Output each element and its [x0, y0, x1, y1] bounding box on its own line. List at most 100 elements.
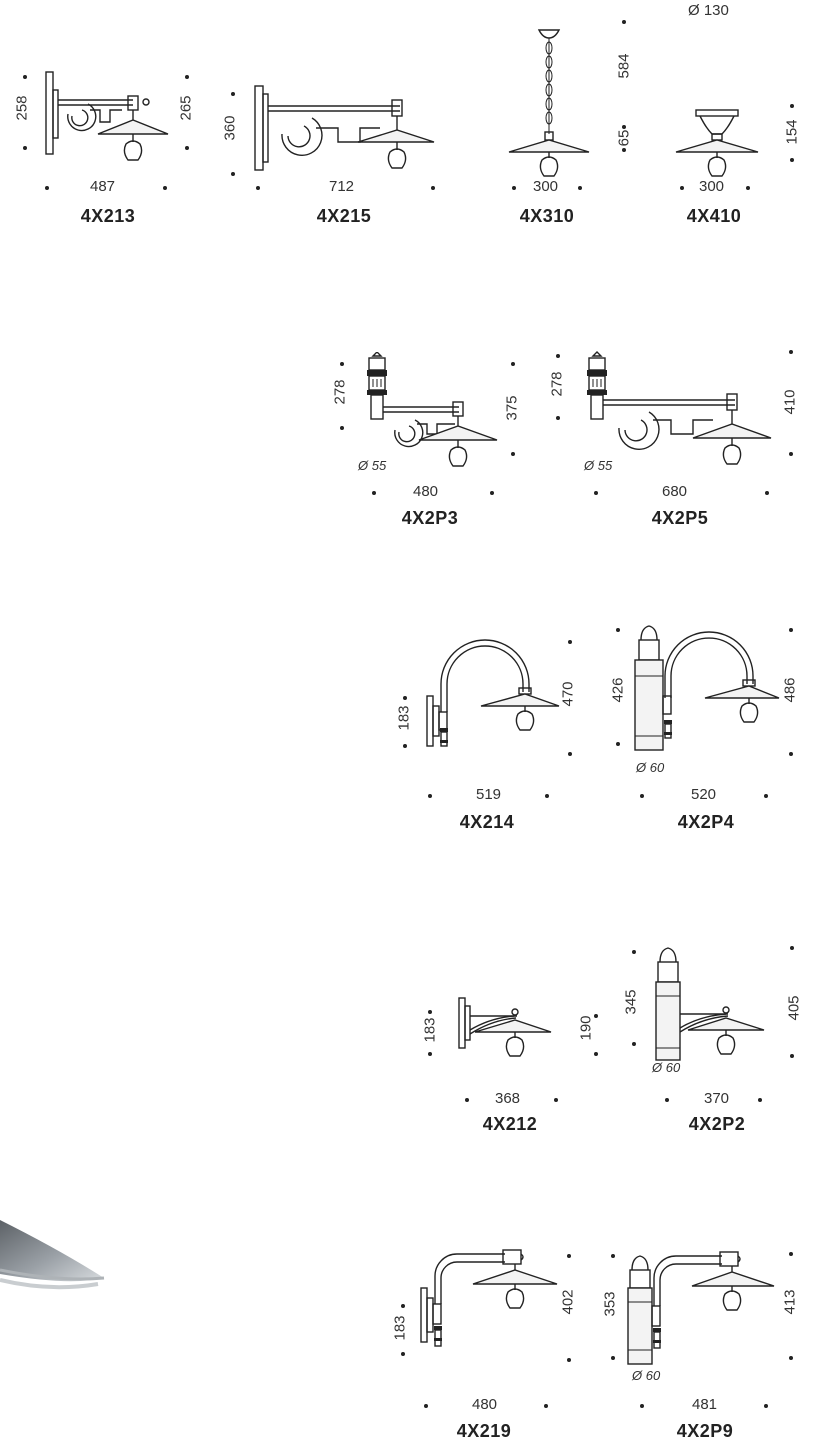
dim-marker: [789, 1356, 793, 1360]
height-label: 584: [615, 53, 633, 79]
height-label: 426: [609, 677, 627, 703]
dim-marker: [401, 1304, 405, 1308]
dim-marker: [340, 426, 344, 430]
diameter-label: Ø 60: [632, 1368, 661, 1383]
dim-marker: [616, 628, 620, 632]
product-code: 4X2P4: [677, 812, 735, 832]
height-label: 265: [177, 95, 195, 121]
dim-marker: [665, 1098, 669, 1102]
dim-marker: [611, 1254, 615, 1258]
diameter-label: Ø 60: [636, 760, 665, 775]
dim-marker: [556, 354, 560, 358]
dim-marker: [790, 1054, 794, 1058]
dim-marker: [567, 1358, 571, 1362]
dim-marker: [568, 640, 572, 644]
product-code: 4X212: [482, 1114, 538, 1134]
product-code: 4X2P9: [676, 1421, 734, 1441]
dim-marker: [632, 950, 636, 954]
dim-marker: [403, 696, 407, 700]
dim-marker: [511, 362, 515, 366]
lamp-drawing-4x214: [426, 639, 560, 747]
height-label: 278: [548, 371, 566, 397]
height-label: 183: [391, 1315, 409, 1341]
width-label: 712: [329, 178, 355, 195]
height-label: 258: [13, 95, 31, 121]
height-label: 405: [785, 995, 803, 1021]
lamp-drawing-4x219: [420, 1249, 558, 1347]
dim-marker: [556, 416, 560, 420]
product-code: 4X219: [456, 1421, 512, 1441]
dim-marker: [789, 1252, 793, 1256]
dim-marker: [431, 186, 435, 190]
lamp-drawing-4x212: [458, 997, 552, 1057]
height-label: 353: [601, 1291, 619, 1317]
width-label: 520: [691, 786, 717, 803]
product-code: 4X215: [316, 206, 372, 226]
dim-marker: [789, 628, 793, 632]
height-label: 65: [615, 129, 633, 147]
height-label: 154: [783, 119, 801, 145]
dim-marker: [372, 491, 376, 495]
width-label: 480: [413, 483, 439, 500]
height-label: 183: [395, 705, 413, 731]
dim-marker: [545, 794, 549, 798]
dim-marker: [554, 1098, 558, 1102]
product-code: 4X2P2: [688, 1114, 746, 1134]
dim-marker: [340, 362, 344, 366]
height-label: 360: [221, 115, 239, 141]
dim-marker: [680, 186, 684, 190]
height-label: 375: [503, 395, 521, 421]
dim-marker: [185, 75, 189, 79]
width-label: 368: [495, 1090, 521, 1107]
lamp-shade-photo: [0, 1220, 105, 1290]
dim-marker: [544, 1404, 548, 1408]
width-label: 300: [533, 178, 559, 195]
height-label: 345: [622, 989, 640, 1015]
lamp-drawing-4x2p9: [627, 1251, 775, 1365]
dim-marker: [789, 752, 793, 756]
lamp-drawing-4x2p2: [655, 947, 765, 1061]
product-code: 4X310: [519, 206, 575, 226]
dim-marker: [758, 1098, 762, 1102]
product-code: 4X2P3: [401, 508, 459, 528]
height-label: 413: [781, 1289, 799, 1315]
dim-marker: [594, 1052, 598, 1056]
dim-marker: [428, 1010, 432, 1014]
height-label: 486: [781, 677, 799, 703]
width-label: 487: [90, 178, 116, 195]
dim-marker: [765, 491, 769, 495]
dim-marker: [512, 186, 516, 190]
dim-marker: [465, 1098, 469, 1102]
dim-marker: [185, 146, 189, 150]
dim-marker: [23, 75, 27, 79]
dim-marker: [640, 1404, 644, 1408]
height-label: 470: [559, 681, 577, 707]
dim-marker: [231, 92, 235, 96]
dim-marker: [790, 158, 794, 162]
height-label: 190: [577, 1015, 595, 1041]
dim-marker: [428, 794, 432, 798]
dim-marker: [578, 186, 582, 190]
lamp-drawing-4x215: [254, 85, 435, 171]
dim-marker: [764, 1404, 768, 1408]
dim-marker: [746, 186, 750, 190]
product-code: 4X2P5: [651, 508, 709, 528]
dim-marker: [594, 491, 598, 495]
dim-marker: [622, 20, 626, 24]
height-label: 402: [559, 1289, 577, 1315]
dim-marker: [632, 1042, 636, 1046]
dim-marker: [616, 742, 620, 746]
dim-marker: [789, 350, 793, 354]
lamp-drawing-4x410: [675, 109, 759, 177]
dim-marker: [424, 1404, 428, 1408]
lamp-drawing-4x2p5: [587, 351, 772, 465]
diameter-label: Ø 130: [688, 2, 729, 19]
diameter-label: Ø 55: [358, 458, 387, 473]
width-label: 370: [704, 1090, 730, 1107]
dim-marker: [256, 186, 260, 190]
dim-marker: [622, 125, 626, 129]
dim-marker: [511, 452, 515, 456]
dim-marker: [789, 452, 793, 456]
width-label: 519: [476, 786, 502, 803]
dim-marker: [401, 1352, 405, 1356]
